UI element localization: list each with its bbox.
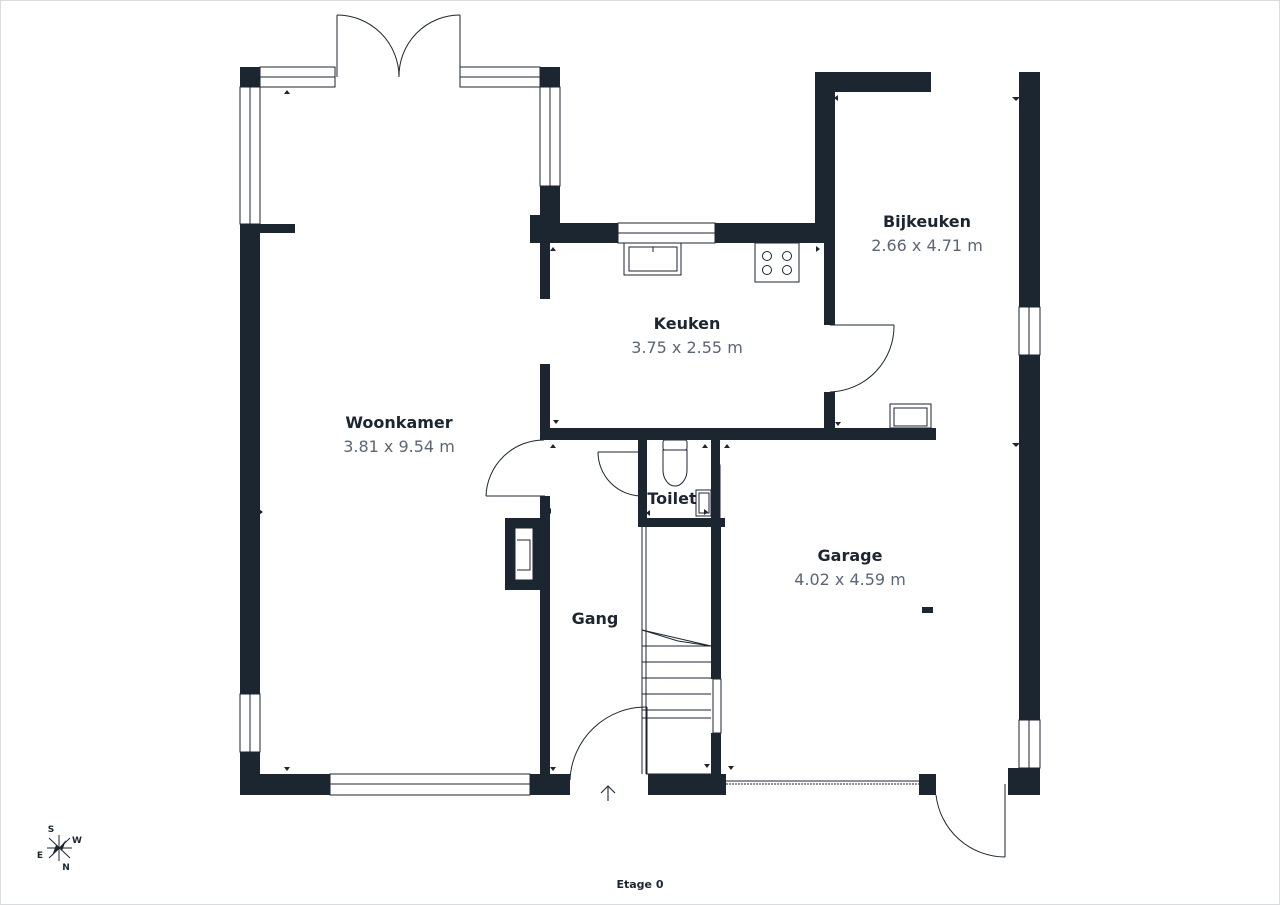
room-labels: Woonkamer 3.81 x 9.54 m Keuken 3.75 x 2.…: [343, 212, 983, 891]
wall-right-outer-middle: [1019, 355, 1040, 720]
room-name-woonkamer: Woonkamer: [345, 413, 452, 432]
room-name-garage: Garage: [818, 546, 883, 565]
wall-gang-fireplace-top: [505, 518, 545, 528]
compass-s: S: [48, 825, 54, 835]
wall-woonkamer-bottom-left: [240, 774, 330, 795]
fireplace: [514, 527, 534, 581]
garage-marker: [922, 607, 933, 613]
wall-gang-left: [540, 496, 550, 774]
wall-toilet-bottom: [638, 518, 725, 527]
toilet-bowl: [662, 439, 688, 487]
toilet-sink: [695, 489, 712, 517]
compass-e: E: [37, 851, 43, 861]
wall-bottom-middle: [648, 774, 726, 795]
wall-bijkeuken-top: [815, 72, 931, 92]
wall-gang-fireplace-right: [533, 518, 545, 590]
wall-gang-fireplace-side: [505, 518, 515, 590]
utility-sink: [889, 403, 932, 429]
wall-keuken-top-right: [715, 223, 835, 243]
stove: [754, 242, 800, 283]
wall-woonkamer-left: [240, 224, 260, 694]
room-dims-garage: 4.02 x 4.59 m: [794, 570, 906, 589]
wall-right-outer-upper: [1019, 72, 1040, 307]
compass-icon: S W E N: [37, 825, 82, 873]
wall-right-outer-bottom: [1008, 768, 1040, 795]
room-dims-bijkeuken: 2.66 x 4.71 m: [871, 236, 983, 255]
room-name-toilet: Toilet: [647, 489, 697, 508]
wall-keuken-right-upper: [824, 243, 835, 325]
kitchen-sink: [623, 242, 682, 276]
fixtures: [514, 242, 932, 801]
wall-keuken-left-upper: [540, 243, 550, 299]
entrance-arrow-icon: [600, 785, 616, 801]
room-name-gang: Gang: [572, 609, 619, 628]
wall-bijkeuken-left: [815, 72, 835, 242]
wall-corner-top-right: [540, 67, 560, 87]
wall-stair-right-upper: [711, 527, 721, 679]
door-keuken-bijkeuken: [829, 324, 895, 393]
wall-keuken-right-lower: [824, 392, 835, 432]
window-stair: [712, 678, 722, 734]
french-doors: [336, 14, 461, 78]
doors: [336, 14, 1006, 858]
wall-gang-fireplace-bottom: [505, 580, 545, 590]
wall-stair-right-lower: [711, 733, 721, 775]
wall-garage-door-pier: [919, 774, 936, 795]
room-dims-keuken: 3.75 x 2.55 m: [631, 338, 743, 357]
door-woonkamer-gang: [485, 439, 545, 497]
door-toilet: [597, 451, 643, 497]
floor-label: Etage 0: [616, 878, 663, 891]
window-toilet: [715, 464, 721, 519]
stairs: [641, 527, 712, 775]
wall-toilet-left: [638, 438, 647, 526]
compass-n: N: [62, 863, 70, 873]
compass-w: W: [72, 836, 82, 846]
room-name-keuken: Keuken: [654, 314, 721, 333]
measurement-ticks: [259, 90, 1020, 771]
wall-keuken-top-left: [545, 223, 618, 243]
room-dims-woonkamer: 3.81 x 9.54 m: [343, 437, 455, 456]
wall-woonkamer-left-stub: [240, 224, 295, 233]
wall-corner-top-left: [240, 67, 260, 87]
room-name-bijkeuken: Bijkeuken: [883, 212, 971, 231]
wall-gang-bottom-left: [530, 774, 570, 795]
wall-keuken-bottom: [540, 428, 936, 440]
wall-keuken-left-lower: [540, 364, 550, 440]
door-front: [569, 706, 648, 781]
wall-woonkamer-right-stub: [530, 215, 545, 243]
door-garage: [935, 784, 1006, 858]
